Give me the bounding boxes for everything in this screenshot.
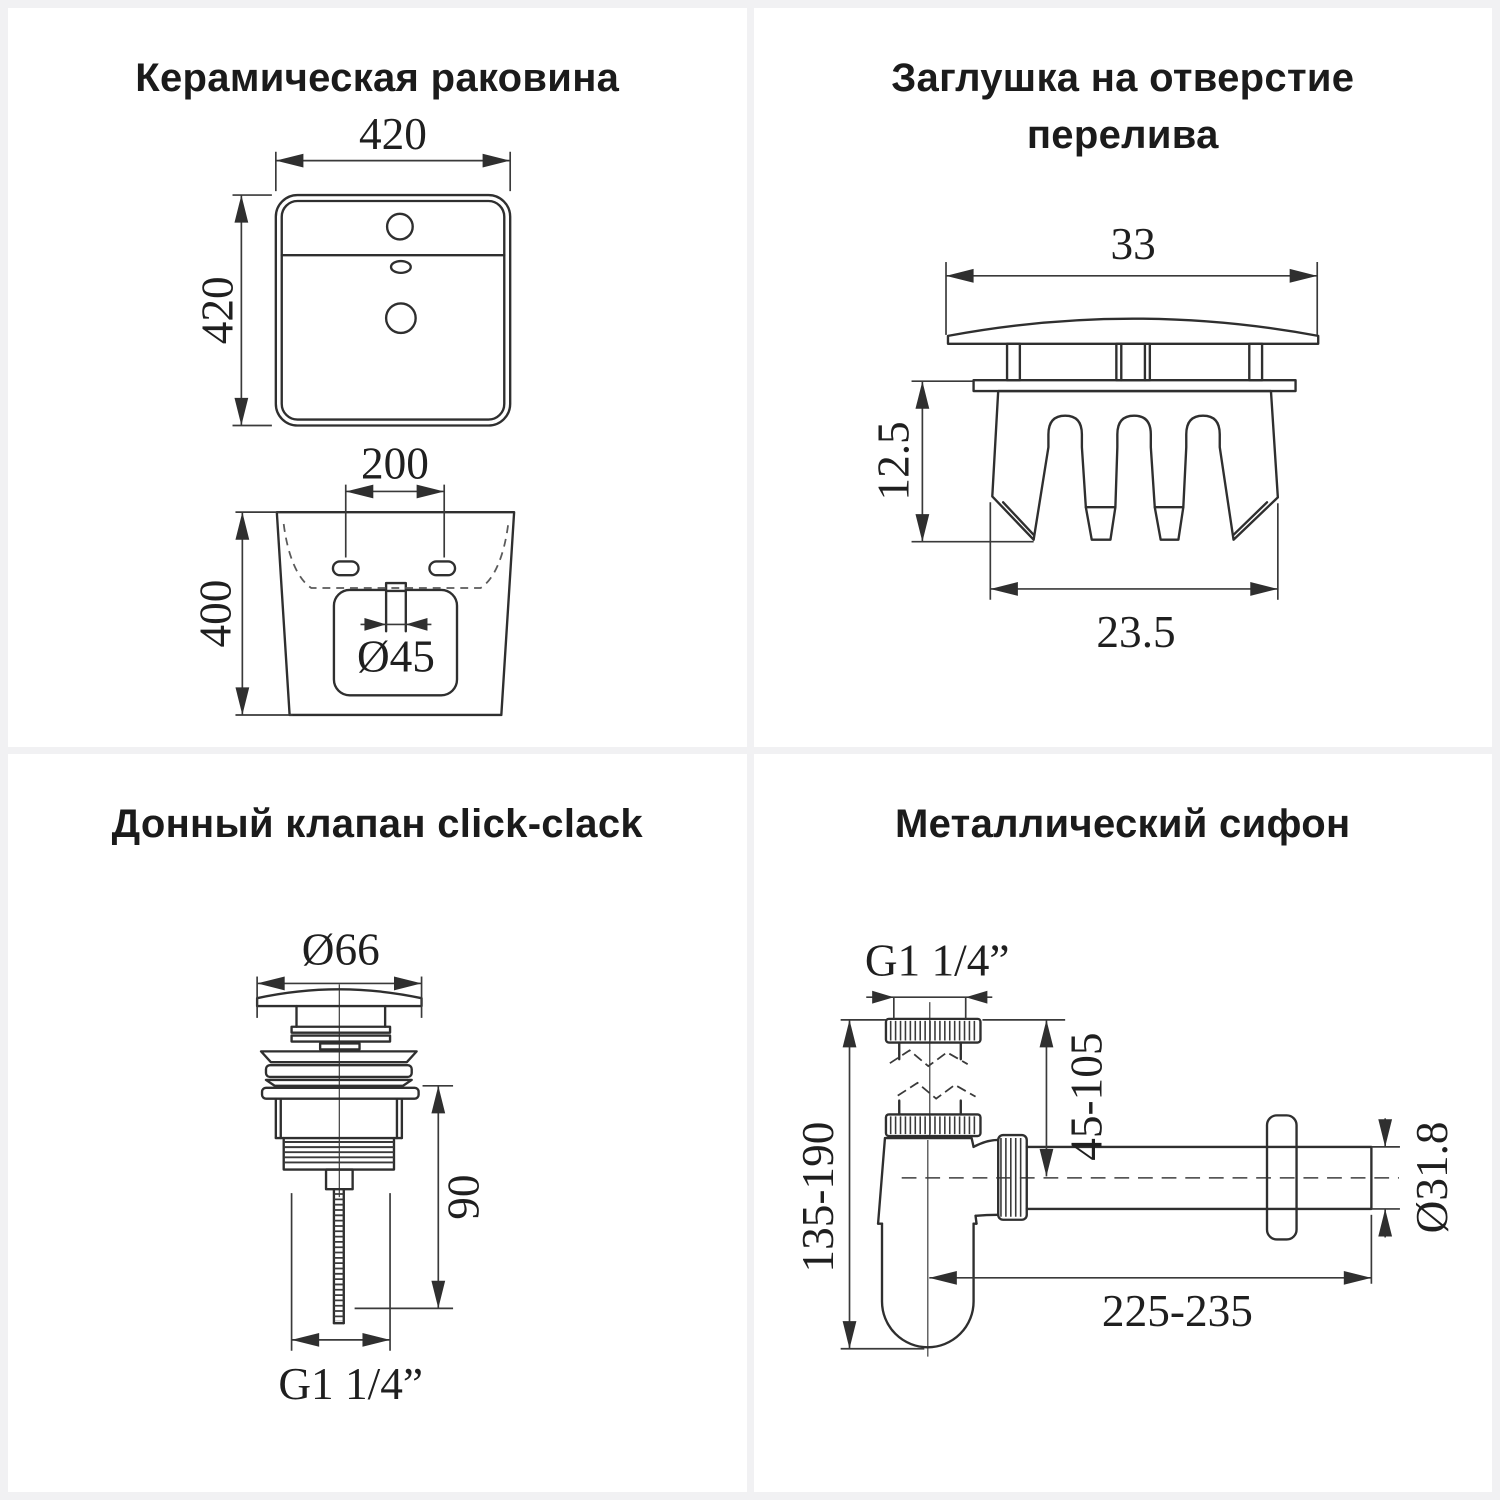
dim-label-cap-width: 33 <box>1110 219 1155 269</box>
siphon-dimension-lines <box>840 990 1400 1350</box>
dim-label-drain-diameter: Ø45 <box>357 632 435 682</box>
sink-dimension-lines <box>232 151 512 716</box>
panel-title-text: Керамическая раковина <box>135 56 620 100</box>
dim-label-thread-size: G1 1/4” <box>864 935 1009 985</box>
panel-metal-siphon: Металлический сифон <box>753 753 1493 1492</box>
dim-label-cap-diameter: Ø66 <box>302 924 380 974</box>
dim-label-length-range: 225-235 <box>1101 1286 1252 1336</box>
plug-body <box>946 317 1319 541</box>
drawing-ceramic-sink: 420 420 200 400 Ø45 <box>191 109 516 717</box>
dim-label-side-height: 420 <box>193 276 243 344</box>
panel-click-clack-valve: Донный клапан click-clack <box>8 753 747 1492</box>
panel-title-line2: перелива <box>1026 113 1219 157</box>
panel-title: Донный клапан click-clack <box>8 796 747 853</box>
dim-label-hole-spacing: 200 <box>361 439 429 489</box>
dim-label-outlet-diameter: Ø31.8 <box>1407 1121 1457 1233</box>
dim-label-height-range: 135-190 <box>792 1121 842 1272</box>
dim-label-inlet-depth-range: 45-105 <box>1061 1032 1111 1160</box>
sink-front-view <box>275 510 516 717</box>
dim-label-top-width: 420 <box>359 109 427 159</box>
panel-title-text: Донный клапан click-clack <box>111 801 643 846</box>
dim-label-insert-depth: 12.5 <box>868 421 918 500</box>
dim-label-body-height: 90 <box>439 1174 489 1219</box>
panel-title: Металлический сифон <box>754 796 1493 853</box>
dim-label-thread-size: G1 1/4” <box>278 1358 423 1408</box>
sink-top-view <box>274 193 512 427</box>
valve-dimension-lines <box>256 976 454 1351</box>
drawing-overflow-plug: 33 12.5 23.5 <box>868 219 1319 657</box>
sink-basin-hidden-line <box>282 523 510 589</box>
panel-overflow-plug: Заглушка на отверстие перелива <box>753 8 1493 747</box>
panel-ceramic-sink: Керамическая раковина <box>8 8 747 747</box>
panel-title: Керамическая раковина <box>8 50 747 107</box>
panel-title-text: Металлический сифон <box>895 801 1351 846</box>
panel-title: Заглушка на отверстие перелива <box>754 50 1493 164</box>
siphon-body <box>876 1017 1373 1348</box>
plug-dimension-lines <box>911 262 1318 600</box>
siphon-pipe-break-symbol <box>888 1048 976 1100</box>
dim-label-body-width: 23.5 <box>1096 607 1175 657</box>
drawing-click-clack-valve: Ø66 90 G1 1/4” <box>255 924 489 1408</box>
panel-title-line1: Заглушка на отверстие <box>891 56 1355 100</box>
drawing-metal-siphon: G1 1/4” 45-105 135-190 Ø31.8 225-235 <box>792 935 1457 1357</box>
dim-label-front-height: 400 <box>191 580 241 648</box>
